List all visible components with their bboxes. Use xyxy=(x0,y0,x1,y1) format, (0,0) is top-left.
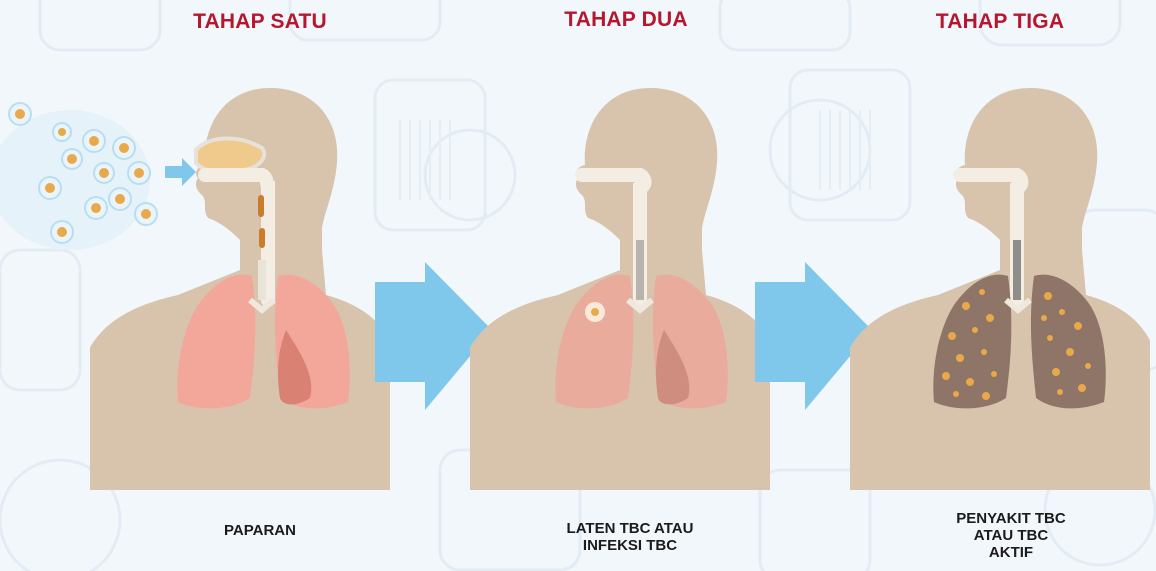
caption-line: PENYAKIT TBC xyxy=(896,510,1126,527)
caption-line: AKTIF xyxy=(896,544,1126,561)
caption-line: PAPARAN xyxy=(145,522,375,539)
caption-line: INFEKSI TBC xyxy=(515,537,745,554)
stage-2-figure xyxy=(452,88,788,490)
caption-line: LATEN TBC ATAU xyxy=(515,520,745,537)
stage-3-figure xyxy=(832,88,1156,490)
stage-1-caption: PAPARAN xyxy=(145,522,375,539)
stage-2-caption: LATEN TBC ATAU INFEKSI TBC xyxy=(515,520,745,554)
stage-3-caption: PENYAKIT TBC ATAU TBC AKTIF xyxy=(896,510,1126,561)
bacteria-cluster xyxy=(9,103,157,243)
caption-line: ATAU TBC xyxy=(896,527,1126,544)
